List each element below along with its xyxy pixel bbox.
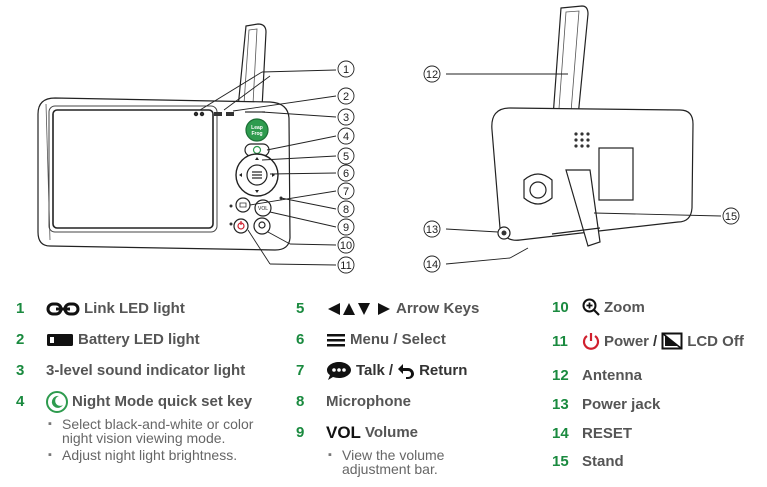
callout-14: 14 bbox=[423, 255, 441, 273]
svg-text:Frog: Frog bbox=[251, 131, 262, 137]
return-icon bbox=[397, 362, 415, 380]
night-mode-icon bbox=[46, 390, 68, 413]
svg-text:6: 6 bbox=[343, 168, 349, 180]
legend-column-3: 10 Zoom 11 Power / LCD Off 12 Antenna 13… bbox=[552, 293, 762, 476]
front-view: Leap Frog VOL bbox=[37, 23, 337, 266]
talk-icon bbox=[326, 361, 352, 381]
legend-item-1: 1 Link LED light bbox=[16, 300, 185, 317]
legend-item-10: 10 Zoom bbox=[552, 298, 645, 316]
callout-15: 15 bbox=[722, 207, 740, 225]
legend-item-3: 3 3-level sound indicator light bbox=[16, 362, 246, 379]
legend: 1 Link LED light 2 Battery LED light 3 3… bbox=[0, 293, 767, 487]
legend-item-14: 14 RESET bbox=[552, 424, 633, 442]
link-icon bbox=[46, 302, 80, 316]
back-stand bbox=[565, 169, 601, 247]
svg-text:11: 11 bbox=[340, 260, 351, 272]
power-icon bbox=[582, 332, 600, 350]
callout-4: 4 bbox=[337, 127, 355, 145]
svg-text:10: 10 bbox=[340, 240, 352, 252]
callout-7: 7 bbox=[337, 182, 355, 200]
callout-5: 5 bbox=[337, 147, 355, 165]
svg-text:2: 2 bbox=[343, 91, 349, 103]
legend-item-8: 8 Microphone bbox=[296, 393, 411, 410]
menu-icon bbox=[326, 333, 346, 347]
callout-3: 3 bbox=[337, 108, 355, 126]
legend-item-9: 9 VOL Volume bbox=[296, 422, 419, 442]
svg-text:7: 7 bbox=[343, 186, 349, 198]
leapfrog-logo bbox=[245, 118, 269, 142]
legend-column-2: 5 Arrow Keys 6 Menu / Select 7 Talk / Re… bbox=[296, 293, 541, 476]
front-screen bbox=[52, 109, 214, 229]
legend-item-4-bullet-1: Select black-and-white or color night vi… bbox=[46, 417, 272, 445]
legend-item-5: 5 Arrow Keys bbox=[296, 300, 480, 317]
legend-item-2: 2 Battery LED light bbox=[16, 331, 200, 348]
svg-text:13: 13 bbox=[426, 224, 438, 236]
legend-item-11: 11 Power / LCD Off bbox=[552, 332, 744, 350]
svg-text:12: 12 bbox=[426, 69, 438, 81]
callout-6: 6 bbox=[337, 164, 355, 182]
svg-text:5: 5 bbox=[343, 151, 349, 163]
svg-text:1: 1 bbox=[343, 64, 349, 76]
legend-item-13: 13 Power jack bbox=[552, 396, 661, 413]
legend-item-7: 7 Talk / Return bbox=[296, 361, 468, 381]
svg-text:8: 8 bbox=[343, 204, 349, 216]
zoom-icon bbox=[582, 298, 600, 316]
svg-text:14: 14 bbox=[426, 259, 438, 271]
legend-item-6: 6 Menu / Select bbox=[296, 331, 446, 348]
svg-text:Leap: Leap bbox=[251, 125, 263, 131]
callout-13: 13 bbox=[423, 220, 441, 238]
callout-1: 1 bbox=[337, 60, 355, 78]
svg-text:9: 9 bbox=[343, 222, 349, 234]
callout-9: 9 bbox=[337, 218, 355, 236]
arrow-keys-icon bbox=[326, 302, 392, 316]
callout-10: 10 bbox=[337, 236, 355, 254]
back-view bbox=[445, 5, 722, 265]
callout-11: 11 bbox=[337, 256, 355, 274]
callout-12: 12 bbox=[423, 65, 441, 83]
legend-column-1: 1 Link LED light 2 Battery LED light 3 3… bbox=[16, 293, 286, 462]
svg-text:15: 15 bbox=[725, 211, 737, 223]
svg-text:3: 3 bbox=[343, 112, 349, 124]
legend-item-4-bullet-2: Adjust night light brightness. bbox=[46, 448, 292, 462]
back-body bbox=[491, 107, 694, 241]
front-antenna bbox=[237, 23, 267, 109]
lcd-off-icon bbox=[661, 332, 683, 350]
callout-2: 2 bbox=[337, 87, 355, 105]
battery-icon bbox=[46, 333, 74, 347]
legend-item-9-bullet-1: View the volume adjustment bar. bbox=[326, 448, 492, 476]
legend-item-4: 4 Night Mode quick set key bbox=[16, 386, 286, 417]
svg-text:4: 4 bbox=[343, 131, 349, 143]
legend-item-12: 12 Antenna bbox=[552, 367, 642, 384]
product-diagram: Leap Frog VOL bbox=[37, 5, 740, 274]
legend-item-15: 15 Stand bbox=[552, 453, 624, 470]
vol-icon: VOL bbox=[326, 422, 361, 442]
callout-8: 8 bbox=[337, 200, 355, 218]
svg-text:VOL: VOL bbox=[258, 206, 268, 212]
